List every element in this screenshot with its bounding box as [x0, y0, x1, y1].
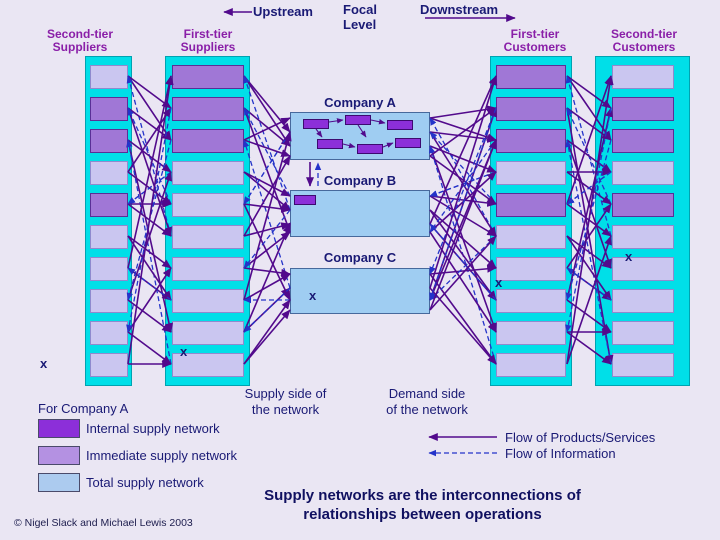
x-mark: x	[40, 356, 48, 371]
network-node	[496, 353, 566, 377]
network-node	[611, 321, 674, 345]
focal-level-label: Focal Level	[343, 2, 377, 32]
company-b-label: Company B	[323, 173, 397, 188]
legend-label: Internal supply network	[86, 421, 220, 436]
network-node	[89, 225, 128, 249]
x-mark: x	[309, 288, 317, 303]
panel-second-tier-customers	[595, 56, 690, 386]
column-label-second-tier-suppliers: Second-tier Suppliers	[46, 27, 113, 54]
company-a-label: Company A	[324, 95, 396, 110]
internal-operation-node	[357, 144, 383, 154]
network-node	[171, 225, 244, 249]
company-b-box	[290, 190, 430, 237]
demand-side-label: Demand side of the network	[386, 386, 468, 417]
column-label-first-tier-suppliers: First-tier Suppliers	[180, 27, 236, 54]
network-node	[171, 289, 244, 313]
total-network-swatch	[38, 473, 80, 492]
network-node	[611, 129, 674, 153]
network-node	[171, 193, 244, 217]
network-node	[496, 129, 566, 153]
network-node	[611, 353, 674, 377]
network-node	[171, 65, 244, 89]
company-c-box	[290, 268, 430, 314]
internal-operation-node	[317, 139, 343, 149]
for-company-a-label: For Company A	[38, 401, 129, 416]
legend-label: Immediate supply network	[86, 448, 238, 463]
internal-operation-node	[294, 195, 316, 205]
column-label-first-tier-customers: First-tier Customers	[503, 27, 567, 54]
network-node	[611, 289, 674, 313]
immediate-network-swatch	[38, 446, 80, 465]
company-a-box	[290, 112, 430, 160]
copyright: © Nigel Slack and Michael Lewis 2003	[14, 517, 193, 529]
internal-operation-node	[303, 119, 329, 129]
network-node	[496, 65, 566, 89]
network-node	[611, 161, 674, 185]
network-node	[171, 353, 244, 377]
panel-first-tier-customers	[490, 56, 572, 386]
panel-second-tier-suppliers	[85, 56, 132, 386]
flow-products-label: Flow of Products/Services	[505, 430, 656, 445]
network-node	[89, 289, 128, 313]
internal-network-swatch	[38, 419, 80, 438]
network-node	[89, 353, 128, 377]
network-node	[89, 129, 128, 153]
network-node	[496, 289, 566, 313]
network-node	[89, 97, 128, 121]
legend-immediate-network: Immediate supply network	[38, 446, 237, 465]
x-mark: x	[495, 275, 503, 290]
network-node	[496, 225, 566, 249]
network-node	[89, 257, 128, 281]
network-node	[89, 321, 128, 345]
network-node	[89, 161, 128, 185]
panel-first-tier-suppliers	[165, 56, 250, 386]
legend-internal-network: Internal supply network	[38, 419, 220, 438]
network-node	[171, 97, 244, 121]
network-node	[611, 65, 674, 89]
network-node	[171, 321, 244, 345]
x-mark: x	[180, 344, 188, 359]
network-node	[496, 161, 566, 185]
network-node	[611, 225, 674, 249]
network-node	[171, 161, 244, 185]
network-node	[171, 129, 244, 153]
network-node	[496, 193, 566, 217]
legend-label: Total supply network	[86, 475, 204, 490]
internal-operation-node	[395, 138, 421, 148]
slide-caption: Supply networks are the interconnections…	[264, 487, 581, 523]
network-node	[496, 97, 566, 121]
internal-operation-node	[387, 120, 413, 130]
column-label-second-tier-customers: Second-tier Customers	[610, 27, 677, 54]
network-node	[496, 257, 566, 281]
network-node	[611, 97, 674, 121]
downstream-label: Downstream	[420, 2, 499, 17]
network-node	[89, 193, 128, 217]
network-node	[89, 65, 128, 89]
company-c-label: Company C	[323, 250, 397, 265]
internal-operation-node	[345, 115, 371, 125]
flow-information-label: Flow of Information	[505, 446, 616, 461]
network-node	[171, 257, 244, 281]
network-node	[611, 257, 674, 281]
upstream-label: Upstream	[253, 4, 313, 19]
network-node	[611, 193, 674, 217]
legend-total-network: Total supply network	[38, 473, 204, 492]
network-node	[496, 321, 566, 345]
supply-side-label: Supply side of the network	[244, 386, 327, 417]
x-mark: x	[625, 249, 633, 264]
